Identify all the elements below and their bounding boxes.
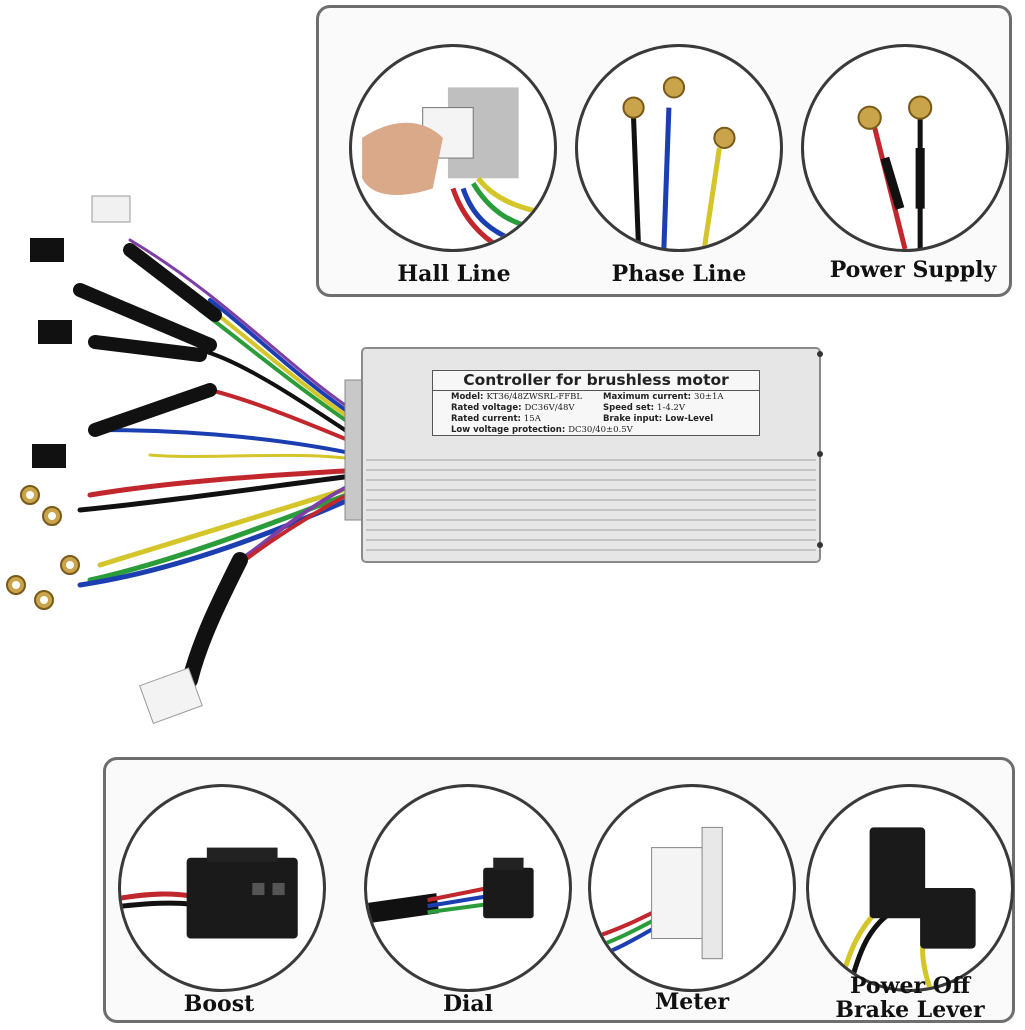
dial-circle [364, 784, 572, 992]
meter-circle [588, 784, 796, 992]
hall-line-circle [349, 44, 557, 252]
low-voltage-label: Low voltage protection: [451, 425, 566, 435]
model-value: KT36/48ZWSRL-FFBL [486, 392, 583, 402]
rated-voltage-label: Rated voltage: [451, 403, 522, 413]
rated-voltage-value: DC36V/48V [524, 403, 575, 413]
hall-line-image [362, 87, 550, 249]
speed-set-value: 1-4.2V [657, 403, 685, 413]
power-supply-circle [801, 44, 1009, 252]
phase-line-image [622, 76, 736, 249]
max-current-label: Maximum current: [603, 392, 692, 402]
meter-caption: Meter [654, 989, 730, 1015]
brake-input-value: Low-Level [665, 414, 714, 424]
max-current-value: 30±1A [694, 392, 724, 402]
nameplate-title: Controller for brushless motor [433, 371, 759, 391]
rated-current-label: Rated current: [451, 414, 521, 424]
boost-caption: Boost [183, 991, 255, 1017]
brake-lever-circle [806, 784, 1014, 992]
bottom-connector-panel: Boost Dial Meter Power Off Brake Lever [103, 757, 1015, 1023]
brake-lever-caption: Brake Lever [835, 997, 985, 1023]
dial-caption: Dial [442, 991, 494, 1017]
speed-set-label: Speed set: [603, 403, 655, 413]
rated-current-value: 15A [523, 414, 541, 424]
power-off-caption: Power Off [849, 973, 971, 999]
power-supply-caption: Power Supply [829, 257, 997, 283]
dial-image [367, 857, 534, 924]
boost-image [121, 847, 298, 939]
phase-line-caption: Phase Line [611, 261, 747, 287]
model-label: Model: [451, 392, 484, 402]
brake-lever-image [836, 827, 976, 989]
low-voltage-value: DC30/40±0.5V [568, 425, 633, 435]
power-supply-image [857, 95, 933, 249]
brake-input-label: Brake input: [603, 414, 663, 424]
top-connector-panel: Hall Line Phase Line Power Supply [316, 5, 1012, 297]
controller-nameplate: Controller for brushless motor Model: KT… [432, 370, 760, 436]
hall-line-caption: Hall Line [397, 261, 511, 287]
meter-image [591, 826, 723, 961]
phase-line-circle [575, 44, 783, 252]
boost-circle [118, 784, 326, 992]
